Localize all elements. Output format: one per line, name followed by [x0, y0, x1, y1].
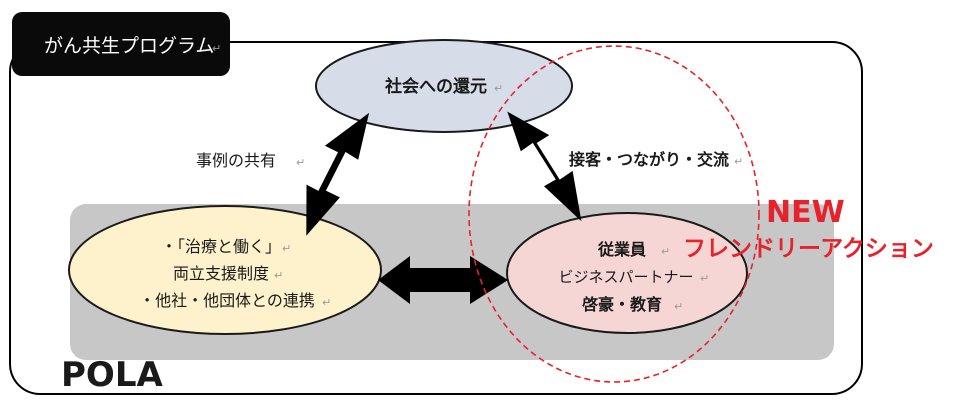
arrow-bottom-middle: [378, 256, 508, 304]
top-node-label: 社会への還元: [384, 76, 487, 97]
title-box: [12, 12, 230, 76]
right-node-paragraph-mark-2: ↵: [700, 272, 709, 285]
edge-right-label: 接客・つながり・交流: [569, 150, 729, 169]
left-node-paragraph-mark-2: ↵: [274, 269, 283, 282]
right-node: [506, 212, 748, 334]
new-highlight-circle: [468, 45, 760, 383]
edge-left-paragraph-mark: ↵: [296, 156, 305, 169]
left-node-line-1: ・「治療と働く」: [161, 237, 281, 256]
left-node-line-3: ・他社・他団体との連携: [139, 291, 315, 310]
left-node-paragraph-mark-1: ↵: [282, 242, 291, 255]
top-node-paragraph-mark: ↵: [494, 82, 503, 95]
arrow-top-left: [306, 112, 370, 236]
left-node-paragraph-mark-3: ↵: [322, 296, 331, 309]
left-node: [68, 205, 382, 335]
right-node-paragraph-mark-1: ↵: [661, 245, 670, 258]
top-node: [315, 39, 573, 133]
right-node-paragraph-mark-3: ↵: [674, 300, 683, 313]
arrow-top-right: [507, 111, 582, 222]
company-label: POLA: [61, 355, 163, 395]
right-node-line-3: 啓豪・教育: [582, 295, 662, 314]
right-node-line-1: 従業員: [597, 240, 646, 259]
title-paragraph-mark: ↵: [212, 42, 221, 55]
edge-left-label: 事例の共有: [196, 151, 276, 170]
new-badge-title: NEW: [766, 195, 845, 230]
edge-right-paragraph-mark: ↵: [734, 155, 743, 168]
left-node-line-2: 両立支援制度: [173, 264, 269, 283]
right-node-line-2: ビジネスパートナー: [558, 268, 693, 286]
program-title: がん共生プログラム: [44, 35, 214, 57]
new-badge-subtitle: フレンドリーアクション: [683, 236, 934, 262]
